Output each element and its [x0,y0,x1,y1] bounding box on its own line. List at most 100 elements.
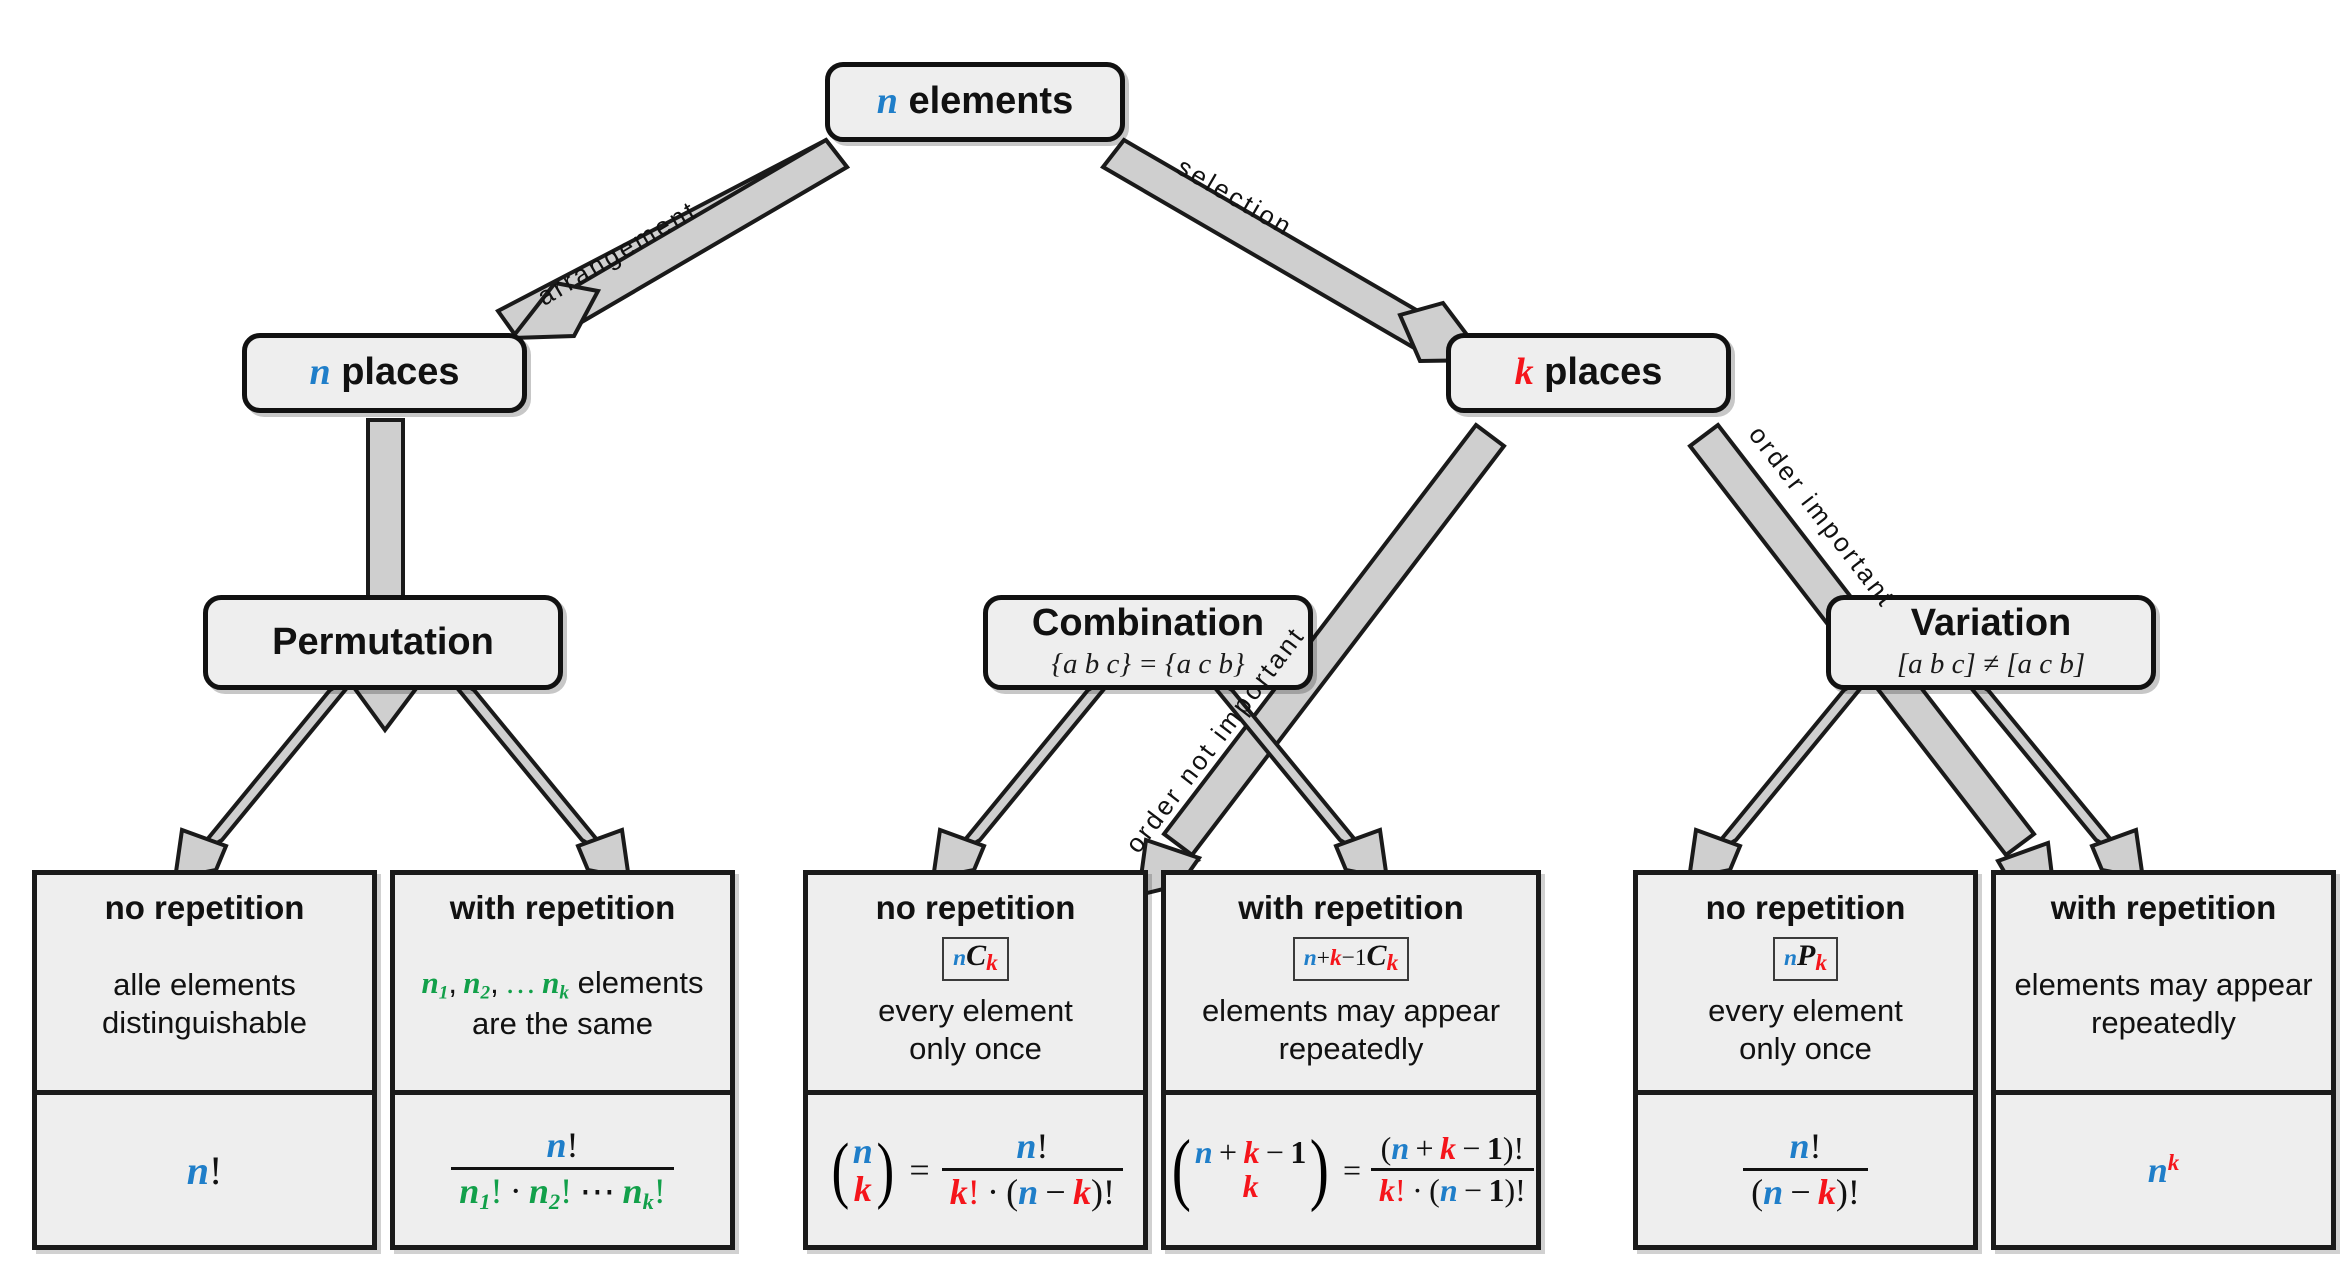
node-k-places-label: k places [1515,351,1663,394]
math-numerator: n! [1789,1126,1822,1167]
leaf-desc-line1: elements may appear [1201,993,1501,1029]
leaf-symbol-nPk: nPk [1772,937,1839,981]
leaf-head: no repetition [104,889,305,926]
math-equals: = [909,1150,930,1190]
node-variation-title: Variation [1910,602,2072,645]
leaf-symbol-nCk: nCk [942,937,1009,981]
arrow-selection-shaft [1100,137,1452,359]
math-sub-k: k [1815,950,1828,977]
node-variation-sub: [a b c] ≠ [a c b] [1896,647,2086,680]
node-n-places-word: places [341,351,460,394]
leaf-comb-no-rep-top: no repetition nCk every element only onc… [808,875,1143,1095]
node-n-places-label: n places [309,351,460,394]
leaf-desc-line1: n1, n2, … nk elements [422,964,704,1005]
math-fraction: n! n1! · n2! ⋯ nk! [451,1124,674,1214]
math-lparen: ( [831,1128,850,1211]
math-denominator: n1! · n2! ⋯ nk! [451,1166,674,1214]
arrow-perm-left-shaft [190,670,362,860]
node-combination-sub: {a b c} = {a c b} [1051,647,1245,680]
math-binom-bottom: k [1242,1168,1259,1204]
math-denominator: k! · (n − 1)! [1371,1168,1534,1208]
leaf-desc-line2: only once [909,1031,1042,1067]
math-factorial: ! [208,1147,223,1193]
leaf-formula: ( n k ) = n! k! · (n − k)! [808,1095,1143,1245]
node-k-places[interactable]: k places [1446,333,1731,413]
leaf-head: with repetition [449,889,676,926]
math-binom-top: n + k − 1 [1194,1134,1307,1171]
leaf-description: alle elements distinguishable [96,927,313,1080]
math-binomial: ( n k ) [828,1132,897,1208]
leaf-comb-with-rep-top: with repetition n+k−1Ck elements may app… [1166,875,1536,1095]
math-var-nk: nk [542,965,570,1004]
math-var-n: n [2147,1150,2168,1190]
leaf-perm-with-rep[interactable]: with repetition n1, n2, … nk elements ar… [390,870,735,1250]
math-var-n1: n1 [421,965,449,1004]
leaf-desc-line2: only once [1739,1031,1872,1067]
leaf-head: with repetition [2050,889,2277,926]
leaf-head: with repetition [1238,889,1464,926]
leaf-var-no-rep[interactable]: no repetition nPk every element only onc… [1633,870,1978,1250]
leaf-desc-line1: every element [1708,993,1903,1029]
math-binomial: ( n + k − 1 k ) [1168,1125,1333,1214]
math-sub-n: n [1783,945,1797,971]
math-binom-top: n [852,1130,873,1171]
arrow-arrangement-head [507,280,602,341]
math-C: C [966,939,987,972]
math-var-n: n [309,351,331,394]
node-n-elements-word: elements [908,80,1074,123]
math-denominator: (n − k)! [1743,1168,1868,1212]
math-numerator: n! [546,1124,579,1165]
leaf-formula: n! n1! · n2! ⋯ nk! [395,1095,730,1245]
math-numerator: (n + k − 1)! [1380,1130,1525,1167]
leaf-desc-word: elements [577,965,704,1001]
leaf-comb-with-rep[interactable]: with repetition n+k−1Ck elements may app… [1161,870,1541,1250]
math-sub-n: n [953,945,967,971]
math-C: C [1366,939,1387,972]
node-k-places-word: places [1544,351,1663,394]
leaf-var-with-rep[interactable]: with repetition elements may appear repe… [1991,870,2336,1250]
math-rparen: ) [876,1128,894,1211]
leaf-desc-line2: repeatedly [2091,1004,2236,1040]
node-n-elements[interactable]: n elements [825,62,1125,142]
leaf-head: no repetition [1705,889,1906,926]
leaf-formula: n! (n − k)! [1638,1095,1973,1245]
math-denominator: k! · (n − k)! [941,1168,1123,1212]
math-comma: , [448,965,458,1001]
node-variation[interactable]: Variation [a b c] ≠ [a c b] [1826,595,2156,690]
leaf-var-no-rep-top: no repetition nPk every element only onc… [1638,875,1973,1095]
arrow-perm-right-shaft [442,670,614,860]
leaf-formula: ( n + k − 1 k ) = (n + k − 1)! k! · (n −… [1166,1095,1536,1245]
node-combination[interactable]: Combination {a b c} = {a c b} [983,595,1313,690]
node-permutation[interactable]: Permutation [203,595,563,690]
leaf-formula: nk [1996,1095,2331,1245]
math-sub-k: k [1386,950,1399,977]
leaf-desc-line1: elements may appear [2014,966,2313,1002]
math-var-n: n [876,80,898,123]
leaf-description: elements may appear repeatedly [1196,981,1506,1080]
leaf-description: n1, n2, … nk elements are the same [416,927,710,1080]
leaf-desc-line2: are the same [472,1006,653,1041]
math-var-n: n [186,1147,209,1193]
node-n-places[interactable]: n places [242,333,527,413]
math-ellipsis: … [504,965,536,1001]
math-exponent-k: k [2167,1149,2180,1176]
leaf-formula: n! [37,1095,372,1245]
math-rparen: ) [1310,1125,1330,1214]
leaf-perm-no-rep-top: no repetition alle elements distinguisha… [37,875,372,1095]
math-comma: , [490,965,499,1001]
leaf-perm-with-rep-top: with repetition n1, n2, … nk elements ar… [395,875,730,1095]
math-P: P [1796,939,1816,972]
leaf-comb-no-rep[interactable]: no repetition nCk every element only onc… [803,870,1148,1250]
leaf-description: elements may appear repeatedly [2008,927,2318,1080]
math-binom-bottom: k [853,1169,872,1209]
math-sub-expr: n+k−1 [1303,945,1367,971]
leaf-description: every element only once [872,981,1079,1080]
leaf-head: no repetition [875,889,1076,926]
leaf-description: every element only once [1702,981,1909,1080]
math-fraction: n! (n − k)! [1743,1126,1868,1212]
math-var-n2: n2 [463,965,491,1004]
math-fraction: n! k! · (n − k)! [941,1127,1123,1212]
leaf-perm-no-rep[interactable]: no repetition alle elements distinguisha… [32,870,377,1250]
math-lparen: ( [1171,1125,1192,1214]
